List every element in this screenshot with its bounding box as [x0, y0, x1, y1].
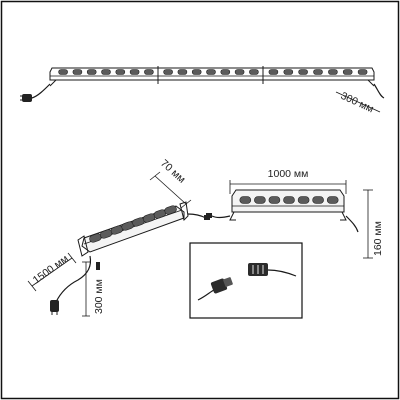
front-view-lenses — [239, 196, 339, 204]
plug-icon — [50, 300, 59, 315]
lens — [283, 69, 294, 75]
dim-label-top-cable: 300 мм — [339, 90, 376, 116]
dim-label-height: 160 мм — [372, 221, 384, 256]
lens — [163, 69, 173, 75]
perspective-lenses — [89, 205, 177, 243]
dim-label-cable-in: 1500 мм — [31, 253, 71, 287]
lens — [129, 69, 140, 75]
lens — [164, 205, 177, 215]
lens — [101, 69, 111, 75]
detail-cable-left — [197, 289, 215, 301]
front-foot-right — [340, 211, 347, 221]
lens — [357, 69, 368, 75]
detail-cable-right — [267, 269, 297, 277]
lens — [342, 69, 353, 75]
output-cable-top — [373, 83, 385, 99]
perspective-endcap-left — [77, 235, 89, 257]
lens — [283, 196, 295, 204]
plug-icon — [20, 94, 32, 102]
lens — [144, 69, 154, 75]
dim-label-length: 1000 мм — [268, 168, 309, 180]
foot-right — [367, 79, 375, 87]
lens — [312, 196, 324, 204]
linked-bar-outline — [49, 67, 375, 81]
lens — [298, 69, 308, 75]
linked-bar-lenses — [58, 69, 368, 75]
lens — [72, 69, 83, 75]
perspective-view: 70 мм 1500 мм 300 мм — [27, 157, 210, 317]
front-foot-left — [229, 211, 236, 221]
lens — [328, 69, 338, 75]
male-connector-icon — [210, 277, 233, 294]
lens — [297, 196, 310, 204]
lens — [249, 69, 259, 75]
front-cable-right — [345, 215, 359, 233]
lens — [239, 196, 252, 204]
lens — [220, 69, 231, 75]
lens — [115, 69, 126, 75]
front-cable-left — [211, 215, 231, 219]
perspective-endcap-right — [179, 201, 189, 221]
lens — [206, 69, 216, 75]
dim-tick-cable-in-b — [67, 252, 77, 264]
connector-detail — [189, 242, 303, 319]
connector-detail-frame — [189, 242, 303, 319]
perspective-connector-mid — [96, 262, 100, 270]
lens — [326, 196, 339, 204]
dim-tick-cable-in-a — [27, 280, 37, 292]
lens — [86, 69, 97, 75]
lens — [268, 196, 281, 204]
dim-label-cable-out: 300 мм — [93, 279, 105, 314]
lens — [313, 69, 323, 75]
perspective-cable-right — [187, 213, 207, 219]
lens — [58, 69, 68, 75]
lens — [268, 69, 279, 75]
linked-fixtures-top: 300 мм — [20, 66, 385, 116]
perspective-connector-right — [204, 215, 210, 220]
female-connector-icon — [248, 263, 268, 276]
lens — [177, 69, 188, 75]
foot-left — [49, 79, 57, 87]
perspective-cable-input — [55, 255, 92, 303]
dim-line-cable-in — [31, 257, 73, 287]
dim-line-top-cable — [335, 91, 381, 113]
lens — [234, 69, 245, 75]
input-cable-top — [31, 83, 51, 99]
lens — [254, 196, 266, 204]
dim-label-depth: 70 мм — [158, 157, 188, 185]
dim-line-depth — [154, 175, 187, 205]
lens — [191, 69, 202, 75]
dim-tick-depth-a — [149, 171, 161, 181]
